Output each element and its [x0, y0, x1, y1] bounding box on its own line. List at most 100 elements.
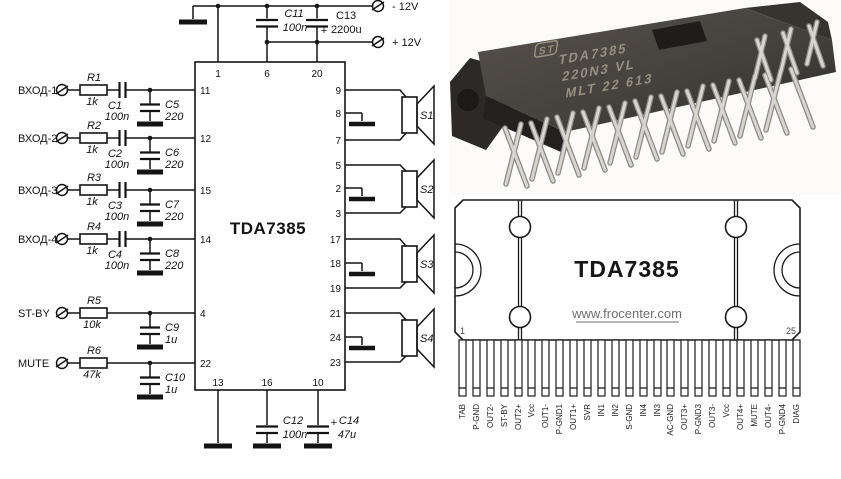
junction-dot: [147, 87, 153, 93]
resistor-value: 1k: [86, 144, 98, 156]
terminal-icon: [55, 306, 69, 320]
polarity-plus: +: [321, 25, 327, 37]
resistor-name: R5: [87, 295, 102, 307]
shunt-capacitor-icon: [140, 151, 160, 161]
pin-number: 7: [335, 136, 341, 147]
pin-lead: [486, 339, 495, 397]
pin-lead: [555, 339, 564, 397]
terminal-icon: [55, 232, 69, 246]
pin-lead: [736, 339, 745, 397]
terminal-icon: [55, 83, 69, 97]
package-hole: [724, 305, 748, 329]
capacitor-value: 220: [164, 260, 184, 272]
pin-lead: [792, 339, 801, 397]
resistor-value: 47k: [83, 369, 101, 381]
resistor-name: R4: [87, 221, 101, 233]
pin-label: TAB: [458, 404, 467, 419]
pin-number: 8: [335, 109, 341, 120]
resistor-icon: [79, 184, 108, 196]
ic-title: TDA7385: [230, 219, 306, 238]
capacitor-name: C8: [165, 248, 180, 260]
mounting-notch: [457, 89, 479, 111]
pin-label: P-GND: [472, 404, 481, 430]
resistor-icon: [79, 132, 108, 144]
neg-supply-label: - 12V: [392, 1, 419, 13]
junction-dot: [215, 3, 221, 9]
wire: [217, 390, 319, 443]
mute-row: MUTE R6 47k C10 1u: [18, 345, 195, 400]
speaker-icon: [401, 84, 435, 146]
input-row-2: ВХОД-2 R2 1k C2 100n C6 220: [18, 120, 195, 175]
power-rails: C11 100n C13 + 2200u - 12V + 12V: [179, 0, 422, 62]
pin25-number: 25: [786, 326, 796, 336]
capacitor-value: 1u: [165, 334, 177, 346]
chip-top-face: [478, 8, 836, 132]
capacitor-value: 100n: [105, 111, 129, 123]
terminal-icon: [55, 131, 69, 145]
input-row-4: ВХОД-4 R4 1k C4 100n C8 220: [18, 221, 195, 276]
pin-lead: [625, 339, 634, 397]
capacitor-name: C11: [284, 8, 303, 20]
shunt-capacitor-icon: [140, 252, 160, 262]
pin-lead: [500, 339, 509, 397]
wire: [345, 238, 407, 289]
pin-number: 9: [335, 86, 341, 97]
input-row-1: ВХОД-1 R1 1k C1 100n C5 220: [18, 72, 195, 127]
bottom-decoupling: C12 100n + C14 47u: [204, 390, 359, 449]
terminal-icon: [371, 35, 385, 49]
ic-block: TDA7385 1 6 20 13 16 10 11 12 15 14 4 22…: [194, 61, 346, 391]
pin-number: 1: [215, 69, 221, 80]
pin-label: P-GND1: [555, 403, 564, 434]
pin-number: 12: [200, 134, 212, 145]
capacitor-value: 100n: [105, 260, 129, 272]
input-label: ВХОД-3: [18, 185, 57, 197]
pin1-number: 1: [460, 326, 465, 336]
shunt-capacitor-icon: [140, 376, 160, 386]
resistor-name: R3: [87, 172, 102, 184]
pin-label: OUT2+: [514, 404, 523, 430]
pin-lead: [722, 339, 731, 397]
pin-label: OUT4-: [764, 404, 773, 428]
watermark: www.frocenter.com: [571, 306, 682, 321]
wire: [68, 189, 195, 221]
pin-number: 20: [311, 69, 323, 80]
resistor-name: R2: [87, 120, 101, 132]
pin-label: Vcc: [722, 404, 731, 417]
speaker-label: S3: [420, 259, 434, 271]
pin-label: OUT4+: [736, 404, 745, 430]
pin-lead: [750, 339, 759, 397]
wire: [68, 238, 195, 270]
pin-number: 13: [212, 378, 224, 389]
capacitor-value: 220: [164, 211, 184, 223]
pin-lead: [458, 339, 467, 397]
package-pins: TAB P-GND OUT2- ST-BY OUT2+ Vcc OUT1- P-…: [458, 339, 801, 436]
junction-dot: [147, 135, 153, 141]
pin-label: S-GND: [625, 404, 634, 430]
chip-pins: [502, 19, 826, 189]
capacitor-icon: [256, 18, 328, 28]
pin-number: 24: [330, 333, 342, 344]
resistor-icon: [79, 84, 108, 96]
pin-lead: [472, 339, 481, 397]
pin-number: 23: [330, 358, 342, 369]
capacitor-value: 1u: [165, 384, 177, 396]
pin-number: 21: [330, 309, 342, 320]
shunt-capacitor-icon: [140, 203, 160, 213]
speaker-s4: S4: [345, 307, 435, 369]
pin-label: DIAG: [792, 404, 801, 424]
capacitor-name: C4: [108, 249, 122, 261]
pin-lead: [541, 339, 550, 397]
pin-label: IN4: [639, 403, 648, 416]
wire: [345, 164, 407, 214]
pin-number: 6: [264, 69, 270, 80]
speaker-icon: [401, 158, 435, 220]
capacitor-name: C9: [165, 322, 179, 334]
speaker-icon: [401, 307, 435, 369]
chip-center-slot: [652, 21, 707, 50]
junction-dot: [147, 236, 153, 242]
resistor-icon: [79, 233, 108, 245]
capacitor-value: 100n: [283, 22, 307, 34]
junction-dot: [264, 3, 270, 9]
series-capacitor-icon: [118, 182, 127, 198]
